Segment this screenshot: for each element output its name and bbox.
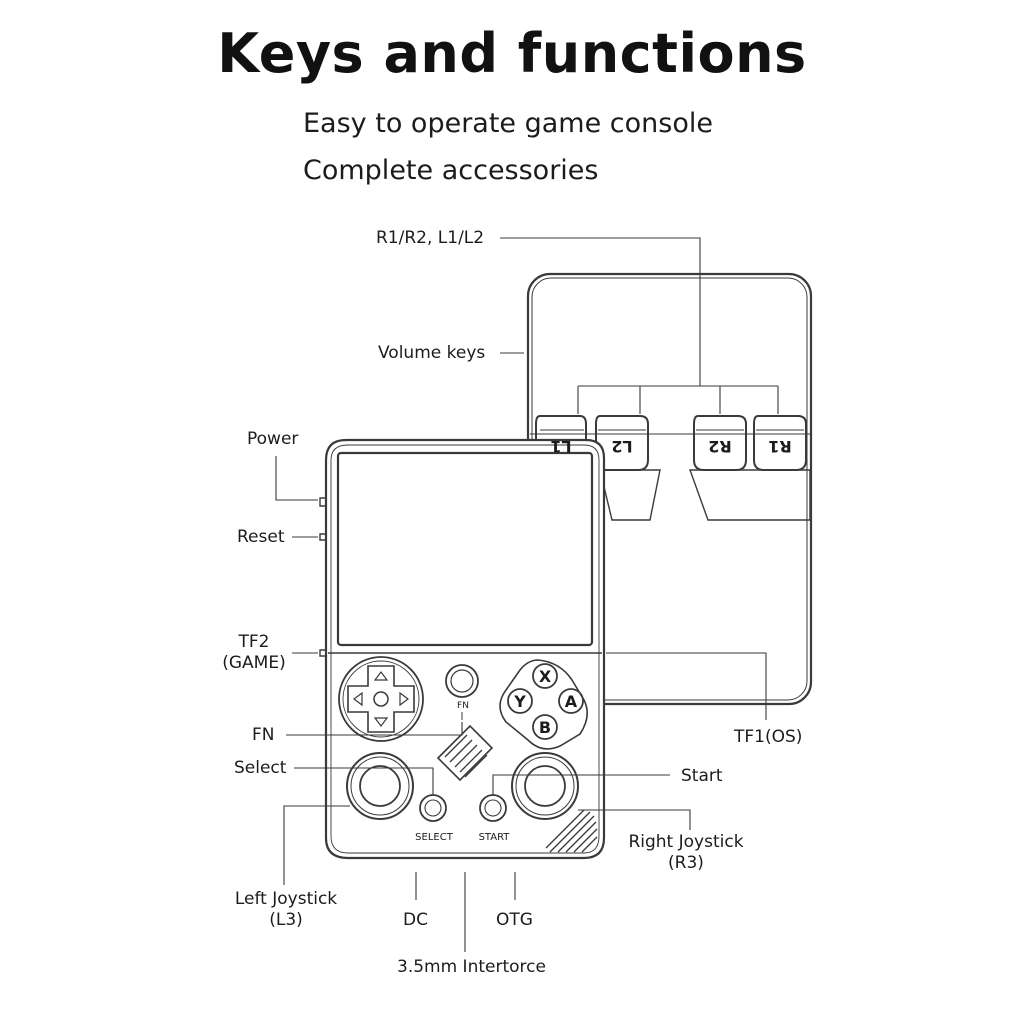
face-buttons xyxy=(499,659,588,750)
label-left-joystick: Left Joystick (L3) xyxy=(221,889,351,931)
fn-button xyxy=(445,664,479,720)
label-volume-keys: Volume keys xyxy=(378,343,486,363)
marking-r2: R2 xyxy=(708,437,731,456)
leader-lines xyxy=(275,237,779,952)
label-left-joystick-line1: Left Joystick xyxy=(234,889,338,909)
label-tf2: TF2 (GAME) xyxy=(214,632,294,674)
label-right-joystick-line1: Right Joystick xyxy=(628,832,744,852)
button-x xyxy=(532,663,558,689)
dpad-up-icon xyxy=(373,671,389,681)
right-joystick xyxy=(511,752,579,820)
corner-vent xyxy=(545,809,598,853)
button-y xyxy=(507,688,533,714)
label-shoulder-buttons: R1/R2, L1/L2 xyxy=(376,228,485,248)
label-tf2-line2: (GAME) xyxy=(222,653,286,673)
button-a xyxy=(558,688,584,714)
marking-r1: R1 xyxy=(768,437,791,456)
dpad xyxy=(338,656,424,742)
marking-start: START xyxy=(479,832,511,843)
label-otg: OTG xyxy=(496,910,533,930)
left-joystick xyxy=(346,752,414,820)
label-fn: FN xyxy=(252,725,275,745)
marking-l1: L1 xyxy=(550,437,571,456)
label-tf2-line1: TF2 xyxy=(238,632,270,652)
marking-a: A xyxy=(565,692,578,711)
console-front-view xyxy=(319,438,606,860)
dpad-down-icon xyxy=(373,717,389,727)
console-back-view xyxy=(526,272,813,706)
label-select: Select xyxy=(234,758,287,778)
label-tf1: TF1(OS) xyxy=(734,727,803,747)
subtitle-accessories: Complete accessories xyxy=(303,155,599,186)
label-audio-jack: 3.5mm Intertorce xyxy=(397,957,546,977)
button-b xyxy=(532,714,558,740)
marking-x: X xyxy=(539,667,552,686)
label-dc: DC xyxy=(403,910,428,930)
dpad-left-icon xyxy=(353,691,363,707)
page-title: Keys and functions xyxy=(217,22,807,85)
marking-y: Y xyxy=(513,692,526,711)
label-right-joystick-line2: (R3) xyxy=(668,853,704,873)
label-right-joystick: Right Joystick (R3) xyxy=(616,832,756,874)
marking-l2: L2 xyxy=(611,437,632,456)
marking-select: SELECT xyxy=(415,832,454,843)
screen xyxy=(336,451,594,647)
speaker-grille xyxy=(436,724,494,782)
label-power: Power xyxy=(247,429,299,449)
label-reset: Reset xyxy=(237,527,285,547)
label-left-joystick-line2: (L3) xyxy=(269,910,303,930)
marking-b: B xyxy=(539,718,551,737)
subtitle-operate: Easy to operate game console xyxy=(303,108,713,139)
dpad-right-icon xyxy=(399,691,409,707)
label-start: Start xyxy=(681,766,723,786)
marking-fn: FN xyxy=(457,701,469,711)
